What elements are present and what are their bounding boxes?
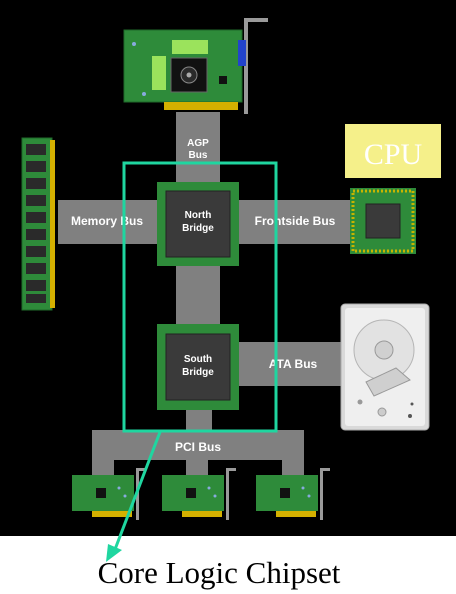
south-bridge: South Bridge [157,324,239,410]
cpu-label-box [345,124,441,178]
memory-bus [58,200,160,244]
memory-module [21,137,55,311]
bus-group [58,112,353,477]
agp-label-line2: Bus [189,150,208,161]
pci-card-right [256,468,330,520]
frontside-bus [238,200,353,244]
core-logic-highlight [122,161,278,433]
north-bridge: North Bridge [157,182,239,266]
pci-drop-right [282,455,304,477]
pci-card-left [72,468,146,520]
caption: Core Logic Chipset [98,555,341,590]
south-bridge-label-line2: Bridge [182,367,214,378]
pci-drop-center [186,455,208,477]
agp-label-line1: AGP [187,138,209,149]
south-bridge-label-line1: South [184,354,212,365]
pci-drop-left [92,455,114,477]
north-bridge-label-line2: Bridge [182,223,214,234]
hard-drive [340,303,430,431]
caption-arrowhead [106,544,122,562]
north-south-link [176,265,220,328]
north-bridge-label-line1: North [185,210,212,221]
frontside-bus-label: Frontside Bus [255,214,336,228]
graphics-card [123,18,268,114]
ata-bus [238,342,346,386]
cpu-chip [350,188,416,254]
ata-bus-label: ATA Bus [269,357,318,371]
pci-card-center [162,468,236,520]
agp-bus [176,112,220,187]
memory-bus-label: Memory Bus [71,214,143,228]
cpu-label: CPU [364,138,423,171]
pci-bus-label: PCI Bus [175,440,221,454]
caption-arrow-line [112,431,162,553]
